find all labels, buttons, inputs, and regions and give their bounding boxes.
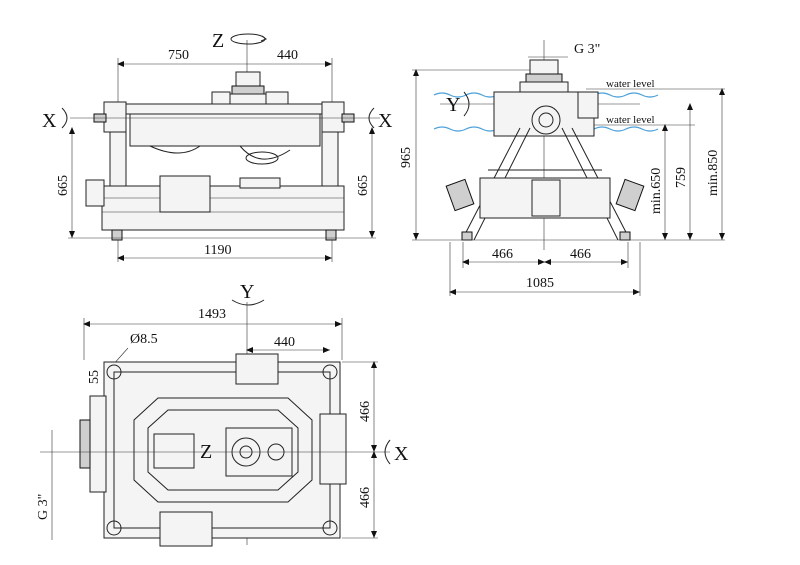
top-corner-hole-br — [322, 520, 338, 536]
side-turret-ring — [525, 73, 563, 83]
top-dim-466a: 466 — [358, 401, 373, 422]
front-turret-cap — [235, 71, 261, 87]
front-dim-665-left: 665 — [56, 175, 71, 196]
side-pivot-hub — [538, 112, 554, 128]
front-axis-x-right: X — [378, 110, 393, 132]
front-z-rotation-icon — [230, 33, 266, 45]
top-view: Y 1493 440 Ø8.5 55 Z — [36, 281, 409, 547]
side-dim-759: 759 — [674, 167, 689, 188]
front-cable-1 — [149, 145, 201, 154]
front-cable-loop — [245, 151, 279, 165]
side-dim-965: 965 — [399, 147, 414, 168]
front-dim-750: 750 — [168, 48, 189, 63]
side-axis-y: Y — [446, 94, 460, 116]
top-left-motor — [153, 433, 195, 469]
side-view: G 3" water level water level Y — [399, 40, 725, 296]
top-left-bearing — [89, 395, 107, 493]
front-upper-rail — [111, 103, 345, 115]
top-dim-1493: 1493 — [198, 307, 226, 322]
front-center-block — [239, 177, 281, 189]
top-g3-label: G 3" — [36, 494, 51, 520]
top-right-bearing — [319, 413, 347, 485]
top-corner-hole-tl — [106, 364, 122, 380]
front-left-bearing — [103, 101, 127, 133]
front-turret-ring — [231, 85, 265, 95]
top-corner-hole-tr — [322, 364, 338, 380]
front-dim-1190: 1190 — [204, 243, 231, 258]
side-left-foot — [461, 231, 473, 241]
front-left-valve — [85, 179, 105, 207]
front-right-bearing — [321, 101, 345, 133]
side-pivot-ring — [531, 105, 561, 135]
side-dim-850: min.850 — [706, 150, 721, 196]
front-x-left-rotation-icon — [61, 107, 68, 129]
front-cable-2 — [239, 145, 291, 160]
side-center-box — [531, 179, 561, 217]
front-axis-z: Z — [212, 30, 224, 52]
front-left-foot — [111, 229, 123, 241]
side-dim-650: min.650 — [649, 168, 664, 214]
front-x-right-rotation-icon — [368, 107, 375, 129]
front-center-motor — [159, 175, 211, 213]
top-dia-label: Ø8.5 — [130, 332, 158, 347]
top-dim-466b: 466 — [358, 487, 373, 508]
top-octagon-inner — [147, 409, 299, 491]
top-axis-x: X — [394, 443, 409, 465]
side-dim-1085: 1085 — [526, 276, 554, 291]
front-dim-440: 440 — [277, 48, 298, 63]
front-z-rotation-arrow-icon — [260, 35, 268, 42]
side-water-level-1: water level — [606, 78, 655, 90]
side-right-foot — [619, 231, 631, 241]
side-right-actuator — [615, 178, 645, 212]
side-left-actuator — [445, 178, 475, 212]
top-left-flange — [79, 419, 91, 469]
top-axis-y: Y — [240, 281, 254, 303]
side-dim-466b: 466 — [570, 247, 591, 262]
side-turret-cap — [529, 59, 559, 75]
side-side-motor — [577, 91, 599, 119]
top-upper-drive — [235, 353, 279, 385]
top-dim-440: 440 — [274, 335, 295, 350]
front-dim-665-right: 665 — [356, 175, 371, 196]
front-upper-beam — [129, 113, 321, 147]
top-dim-55: 55 — [87, 370, 102, 384]
front-base-frame — [101, 185, 345, 231]
top-y-rotation-icon — [231, 299, 265, 306]
side-g3-label: G 3" — [574, 42, 600, 57]
front-axis-x-left: X — [42, 110, 57, 132]
top-corner-hole-bl — [106, 520, 122, 536]
front-right-foot — [325, 229, 337, 241]
top-x-rotation-icon — [384, 439, 391, 465]
side-dim-466a: 466 — [492, 247, 513, 262]
side-water-level-2: water level — [606, 114, 655, 126]
top-lower-drive — [159, 511, 213, 547]
front-view: 750 440 Z X X — [42, 30, 393, 262]
